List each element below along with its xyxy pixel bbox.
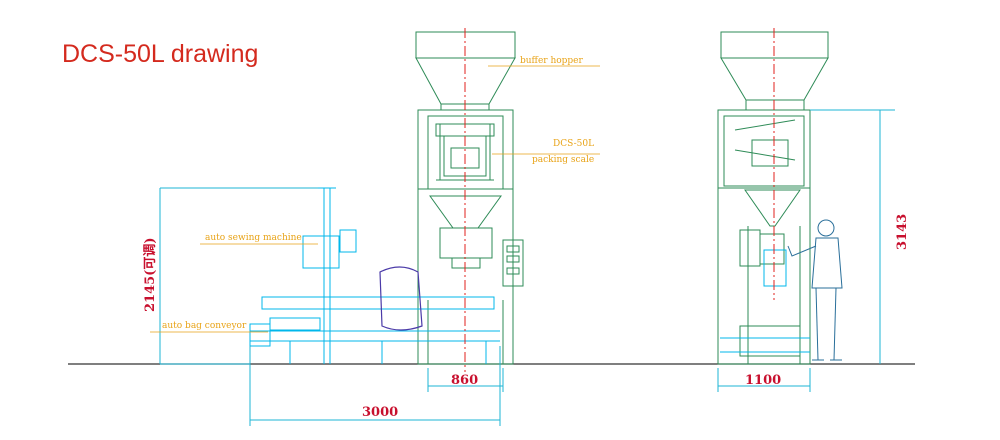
control-box	[502, 239, 524, 287]
conveyor-assembly	[249, 187, 500, 364]
bag	[379, 266, 423, 331]
total-length-dimension: 3000	[362, 405, 398, 420]
operator-figure	[787, 219, 843, 361]
front-view	[415, 31, 524, 365]
front-width-dimension: 860	[451, 373, 478, 388]
bag-conveyor-label: auto bag conveyor	[162, 321, 247, 331]
side-view	[717, 31, 829, 365]
side-width-dimension: 1100	[745, 373, 781, 388]
dimension-lines	[159, 109, 895, 426]
side-frame	[717, 109, 811, 365]
sewing-machine-label: auto sewing machine	[205, 233, 302, 243]
buffer-hopper-label: buffer hopper	[520, 56, 584, 66]
right-height-dimension: 3143	[895, 214, 910, 250]
sewing-machine	[302, 235, 340, 269]
conveyor-belt	[261, 296, 495, 310]
scale-label-line2: packing scale	[532, 155, 594, 165]
left-height-dimension: 2145(可调)	[143, 238, 158, 312]
drawing-title: DCS-50L drawing	[62, 40, 259, 68]
scale-label-line1: DCS-50L	[553, 139, 594, 149]
